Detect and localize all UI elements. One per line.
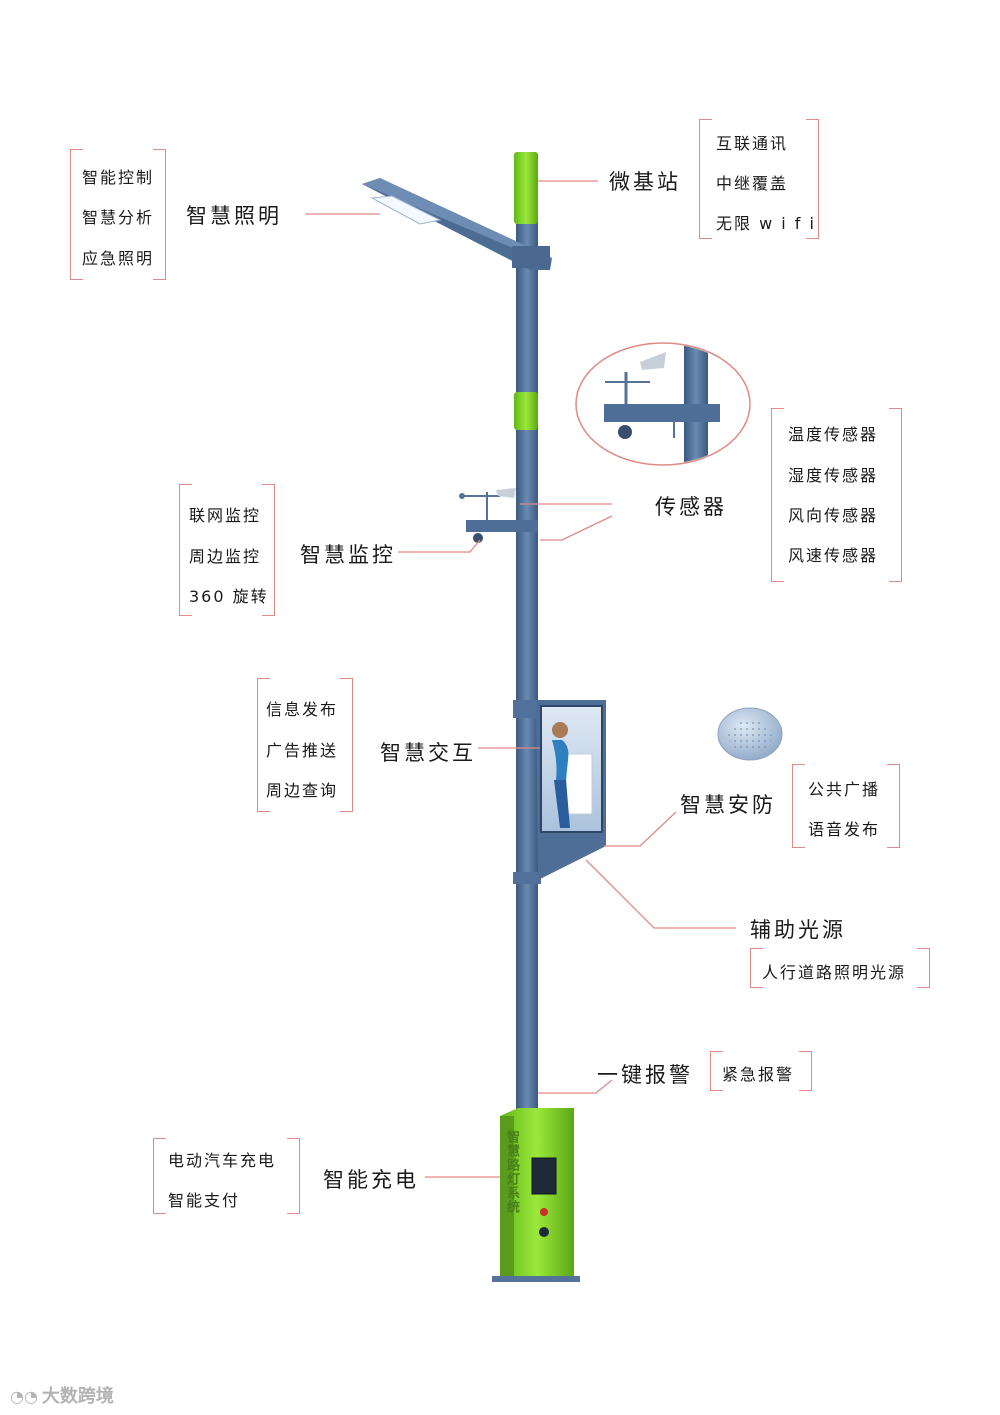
monitoring-item: 360 旋转 bbox=[189, 587, 269, 606]
base-station-module bbox=[514, 152, 538, 224]
light-arm-top bbox=[362, 178, 552, 262]
lighting-item: 智慧分析 bbox=[82, 208, 155, 227]
charging-items-bracket bbox=[153, 1138, 300, 1214]
camera-icon bbox=[473, 533, 483, 543]
sensor-item: 风速传感器 bbox=[788, 546, 879, 565]
pole-joint bbox=[513, 872, 541, 884]
watermark: ◔◔大数跨境 bbox=[10, 1382, 114, 1408]
chat-bubble-logo-icon: ◔◔ bbox=[10, 1387, 38, 1406]
base-station-item: 互联通讯 bbox=[716, 134, 789, 153]
aux-light-items-bracket bbox=[750, 948, 930, 988]
sensor-item: 温度传感器 bbox=[788, 425, 879, 444]
monitoring-label: 智慧监控 bbox=[300, 543, 396, 567]
watermark-text: 大数跨境 bbox=[41, 1386, 114, 1407]
main-pole bbox=[516, 160, 538, 1120]
sensors-items-bracket bbox=[771, 408, 902, 582]
interaction-label: 智慧交互 bbox=[380, 741, 476, 765]
sensor-band-module bbox=[514, 392, 538, 430]
monitoring-items-bracket bbox=[179, 484, 275, 616]
lighting-items-bracket bbox=[70, 149, 166, 280]
cabinet-label: 智慧路灯系统 bbox=[504, 1130, 519, 1214]
security-items-bracket bbox=[792, 764, 900, 848]
lighting-item: 应急照明 bbox=[82, 249, 155, 268]
aux-light-item: 人行道路照明光源 bbox=[762, 963, 907, 982]
interaction-item: 广告推送 bbox=[266, 741, 339, 760]
charging-item: 智能支付 bbox=[168, 1191, 241, 1210]
alarm-items-bracket bbox=[710, 1051, 812, 1091]
aux-light-label: 辅助光源 bbox=[750, 918, 846, 942]
interaction-items-bracket bbox=[257, 678, 353, 812]
charging-item: 电动汽车充电 bbox=[168, 1151, 277, 1170]
charging-display bbox=[531, 1157, 557, 1195]
interaction-item: 周边查询 bbox=[266, 781, 339, 800]
lighting-item: 智能控制 bbox=[82, 168, 155, 187]
monitoring-item: 联网监控 bbox=[189, 506, 262, 525]
interaction-item: 信息发布 bbox=[266, 700, 339, 719]
light-panel bbox=[370, 195, 442, 225]
sensors-label: 传感器 bbox=[655, 495, 727, 519]
wind-vane-icon bbox=[496, 488, 516, 498]
base-station-items-bracket bbox=[699, 119, 819, 239]
base-station-item: 无限 w i f i bbox=[716, 214, 816, 233]
alarm-item: 紧急报警 bbox=[722, 1065, 795, 1084]
charging-button-icon bbox=[540, 1208, 548, 1216]
security-item: 语音发布 bbox=[808, 820, 881, 839]
alarm-label: 一键报警 bbox=[597, 1063, 693, 1087]
arm-bracket bbox=[512, 246, 550, 268]
monitoring-item: 周边监控 bbox=[189, 547, 262, 566]
pole-joint bbox=[513, 700, 541, 718]
charging-label: 智能充电 bbox=[323, 1168, 419, 1192]
security-item: 公共广播 bbox=[808, 780, 881, 799]
base-station-item: 中继覆盖 bbox=[716, 174, 789, 193]
cabinet-base bbox=[492, 1276, 580, 1282]
base-station-label: 微基站 bbox=[609, 170, 681, 194]
sensor-item: 湿度传感器 bbox=[788, 466, 879, 485]
charging-port-icon bbox=[539, 1227, 549, 1237]
lighting-label: 智慧照明 bbox=[186, 204, 282, 228]
security-label: 智慧安防 bbox=[680, 793, 776, 817]
sensor-bracket bbox=[466, 520, 538, 532]
sensor-item: 风向传感器 bbox=[788, 506, 879, 525]
